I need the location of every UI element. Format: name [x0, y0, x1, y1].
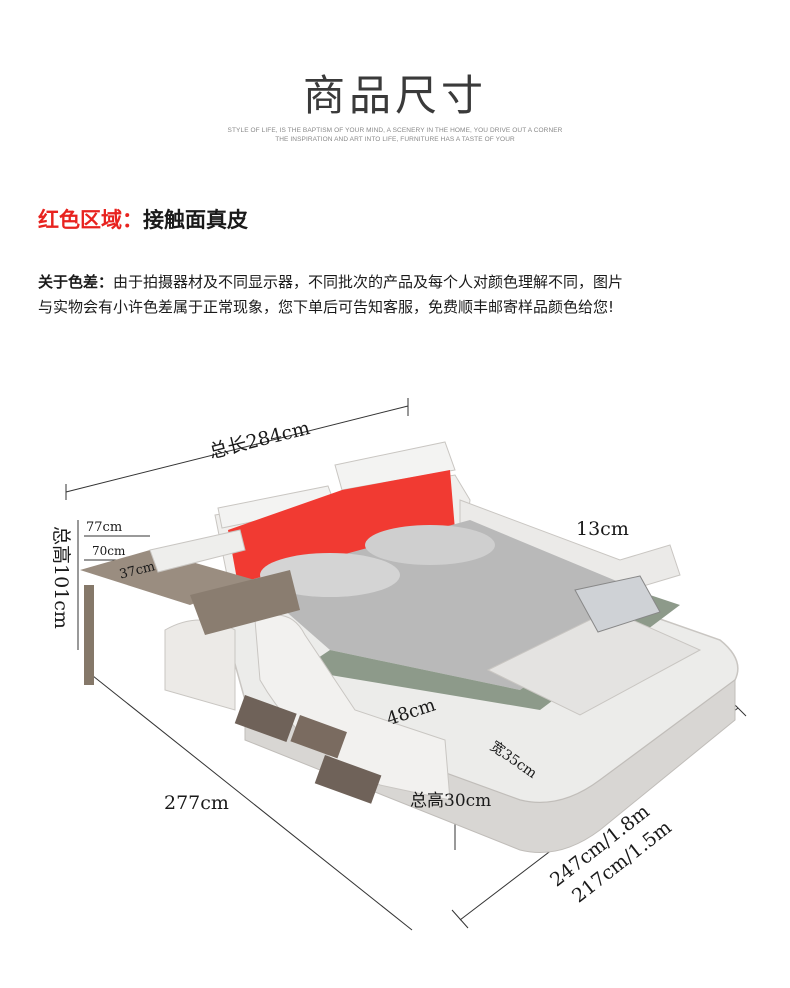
bed-base-side	[244, 679, 736, 853]
color-note-label: 关于色差：	[38, 273, 114, 291]
stool	[164, 619, 236, 711]
page-subtitle: STYLE OF LIFE, IS THE BAPTISM OF YOUR MI…	[0, 126, 790, 144]
drawer-1	[234, 695, 297, 743]
pillow-right	[365, 525, 495, 565]
foot-bench	[486, 609, 702, 716]
dim-height-30: 总高30cm	[410, 791, 492, 811]
headrest-right	[334, 441, 456, 491]
bed-dimension-diagram: 总长284cm 总高101cm 77cm 70cm 37cm 13cm 48cm…	[0, 380, 790, 984]
nightstand-top	[190, 570, 300, 635]
pillow-left	[260, 553, 400, 597]
blanket	[300, 595, 680, 710]
drawer-2	[290, 715, 347, 759]
bedside-unit	[149, 529, 246, 573]
dim-13: 13cm	[576, 518, 629, 540]
red-zone-label: 红色区域：	[38, 208, 143, 232]
desk-leg	[84, 585, 94, 685]
page-title: 商品尺寸	[302, 71, 487, 120]
dim-277: 277cm	[164, 792, 229, 814]
dim-total-height: 总高101cm	[50, 526, 72, 629]
red-zone-value: 接触面真皮	[143, 208, 248, 232]
red-zone-note: 红色区域：接触面真皮	[38, 204, 248, 234]
length-line	[65, 405, 409, 493]
red-leather-headboard	[228, 470, 455, 585]
color-note-line-2: 与实物会有小许色差属于正常现象，您下单后可告知客服，免费顺丰邮寄样品颜色给您!	[38, 298, 615, 316]
bed-illustration	[65, 398, 747, 931]
laptop	[574, 575, 661, 633]
dim-77: 77cm	[86, 520, 123, 535]
subtitle-line-1: STYLE OF LIFE, IS THE BAPTISM OF YOUR MI…	[227, 127, 563, 134]
subtitle-line-2: THE INSPIRATION AND ART INTO LIFE, FURNI…	[275, 136, 515, 143]
dim-70: 70cm	[92, 544, 126, 558]
drawer-3	[314, 755, 382, 804]
color-difference-note: 关于色差：由于拍摄器材及不同显示器，不同批次的产品及每个人对颜色理解不同，图片 …	[38, 270, 738, 320]
color-note-line-1: 由于拍摄器材及不同显示器，不同批次的产品及每个人对颜色理解不同，图片	[113, 273, 624, 291]
depth-line	[87, 671, 413, 931]
